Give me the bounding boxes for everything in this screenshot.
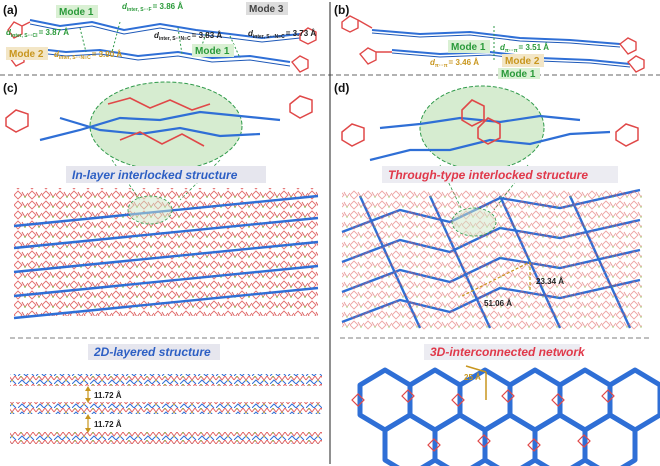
spacing1-label: 11.72 Å	[94, 391, 122, 400]
panel-b-label: (b)	[334, 3, 349, 17]
d-scl-measure: dinter, S···Cl= 3.87 Å	[6, 28, 69, 39]
d-sn3-measure: dinter, S···N≡C= 3.90 Å	[54, 50, 122, 61]
mode1-bottom-label-b: Mode 1	[498, 68, 540, 80]
panel-b-molecules	[341, 15, 645, 73]
dist3-label: 25 Å	[464, 373, 481, 382]
svg-text:Mode 2: Mode 2	[505, 56, 540, 67]
svg-text:3D-interconnected network: 3D-interconnected network	[430, 345, 586, 359]
svg-text:In-layer interlocked structure: In-layer interlocked structure	[72, 168, 238, 182]
svg-text:Mode 1: Mode 1	[501, 69, 536, 80]
svg-text:dinter, S···Cl= 3.87 Å: dinter, S···Cl= 3.87 Å	[6, 28, 69, 39]
svg-text:Mode 1: Mode 1	[195, 46, 230, 57]
d-sf-measure: dinter, S···F= 3.86 Å	[122, 2, 183, 13]
dist1-label: 23.34 Å	[536, 277, 564, 286]
svg-text:Mode 1: Mode 1	[59, 7, 94, 18]
title-d-top: Through-type interlocked structure	[382, 166, 618, 183]
svg-text:Through-type interlocked struc: Through-type interlocked structure	[388, 168, 588, 182]
svg-text:Mode 2: Mode 2	[9, 49, 44, 60]
panel-d-label: (d)	[334, 81, 349, 95]
mode2-label-a: Mode 2	[6, 47, 48, 60]
panel-a-molecules	[7, 19, 317, 73]
svg-text:dπ···π= 3.51 Å: dπ···π= 3.51 Å	[500, 43, 549, 54]
panel-d-zoom	[341, 85, 639, 211]
title-c-top: In-layer interlocked structure	[66, 166, 266, 183]
panel-d-network	[351, 365, 660, 466]
panel-c-layers	[10, 374, 322, 444]
svg-text:Mode 1: Mode 1	[451, 42, 486, 53]
mode2-label-b: Mode 2	[502, 54, 544, 67]
svg-text:2D-layered structure: 2D-layered structure	[93, 345, 211, 359]
mode1-top-label-b: Mode 1	[448, 40, 490, 53]
panel-d-lattice	[341, 188, 642, 330]
d-pp2-measure: dπ···π= 3.46 Å	[430, 58, 479, 69]
svg-text:dinter, S···N≡C= 3.90 Å: dinter, S···N≡C= 3.90 Å	[54, 50, 122, 61]
mode3-label-a: Mode 3	[246, 2, 288, 15]
d-sn2-measure: dinter, S···N≡C= 3.73 Å	[248, 29, 316, 40]
svg-text:dinter, S···N≡C= 3.73 Å: dinter, S···N≡C= 3.73 Å	[248, 29, 316, 40]
mode1-bottom-label-a: Mode 1	[192, 44, 234, 57]
panel-c-lattice	[13, 188, 319, 320]
panel-c-label: (c)	[3, 81, 18, 95]
dist2-label: 51.06 Å	[484, 299, 512, 308]
svg-text:Mode 3: Mode 3	[249, 4, 284, 15]
mode1-top-label-a: Mode 1	[56, 5, 98, 18]
title-c-bottom: 2D-layered structure	[88, 344, 220, 360]
svg-text:dinter, S···F= 3.86 Å: dinter, S···F= 3.86 Å	[122, 2, 183, 13]
d-sn-measure: dinter, S···N≡C= 3.83 Å	[154, 31, 222, 42]
panel-a-label: (a)	[3, 3, 18, 17]
spacing2-label: 11.72 Å	[94, 420, 122, 429]
svg-text:dinter, S···N≡C= 3.83 Å: dinter, S···N≡C= 3.83 Å	[154, 31, 222, 42]
title-d-bottom: 3D-interconnected network	[424, 344, 586, 360]
svg-text:dπ···π= 3.46 Å: dπ···π= 3.46 Å	[430, 58, 479, 69]
d-pp1-measure: dπ···π= 3.51 Å	[500, 43, 549, 54]
